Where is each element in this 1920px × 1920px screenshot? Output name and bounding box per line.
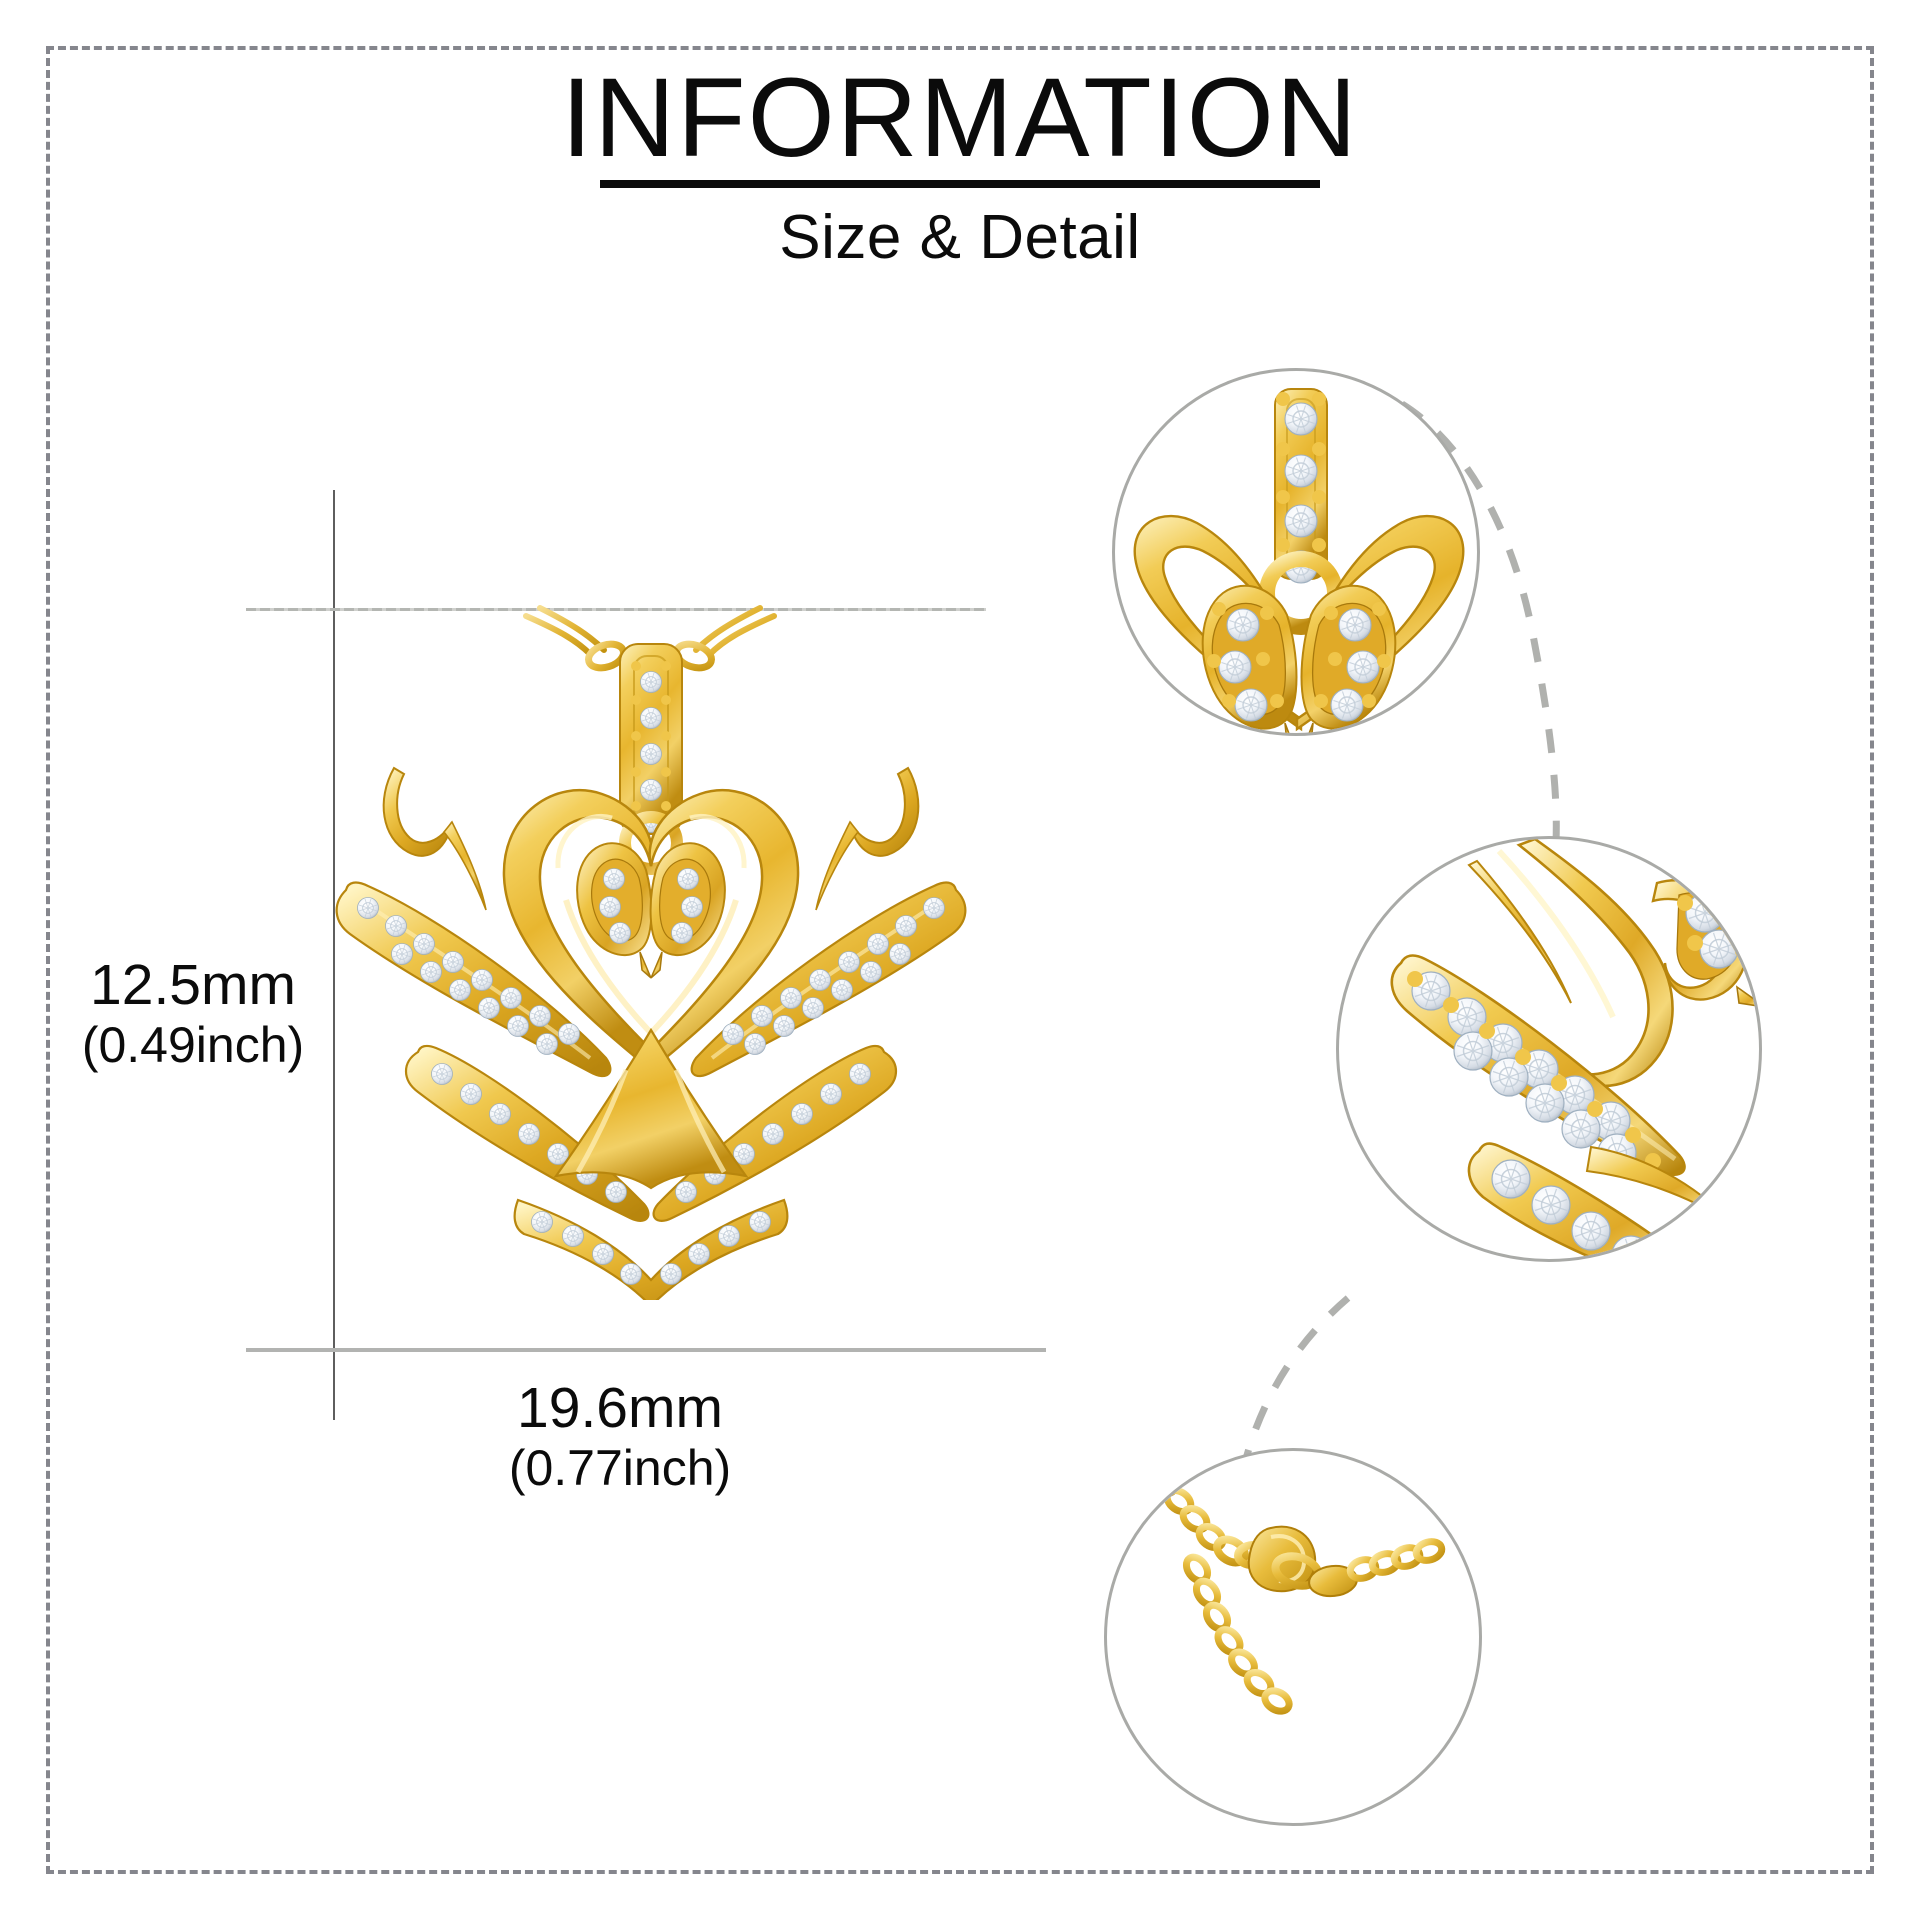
height-mm: 12.5mm bbox=[90, 953, 296, 1017]
bottom-guide-line bbox=[246, 1348, 1046, 1352]
detail-circle-clasp: Chain lobster clasp close-up bbox=[1104, 1448, 1482, 1826]
swan-head-right bbox=[649, 842, 726, 979]
width-mm: 19.6mm bbox=[517, 1376, 723, 1440]
bottom-v-band bbox=[513, 1198, 789, 1300]
pendant-main-image bbox=[290, 600, 1010, 1300]
vertical-dimension-line bbox=[333, 490, 335, 1420]
wing-upper-left bbox=[335, 881, 612, 1078]
wing-lower-left bbox=[404, 1044, 650, 1222]
pendant-tail bbox=[553, 1027, 749, 1190]
chain-extender bbox=[1182, 1553, 1293, 1715]
outer-feather-tips bbox=[382, 766, 920, 911]
connector-mid-to-bottom bbox=[1240, 1295, 1351, 1467]
chain-strands bbox=[523, 605, 777, 672]
detail-circle-bail: Bail and swan heads close-up bbox=[1112, 368, 1480, 736]
page-subtitle: Size & Detail bbox=[779, 203, 1141, 272]
swan-heart-body bbox=[502, 789, 800, 1073]
pendant-bail bbox=[619, 643, 683, 875]
page-title: INFORMATION bbox=[561, 55, 1359, 180]
bail-prongs bbox=[631, 661, 671, 811]
title-underline bbox=[600, 180, 1320, 188]
height-dimension-label: 12.5mm (0.49inch) bbox=[60, 953, 326, 1073]
wing-lower-right bbox=[652, 1044, 898, 1222]
wing-upper-right bbox=[690, 881, 967, 1078]
top-guide-line bbox=[246, 608, 986, 611]
height-inch: (0.49inch) bbox=[81, 1016, 305, 1073]
width-dimension-label: 19.6mm (0.77inch) bbox=[300, 1376, 940, 1496]
swan-head-left bbox=[576, 842, 653, 979]
width-inch: (0.77inch) bbox=[508, 1439, 732, 1496]
chain-right bbox=[1346, 1538, 1446, 1582]
lobster-clasp bbox=[1247, 1525, 1358, 1598]
header: INFORMATION Size & Detail bbox=[0, 62, 1920, 273]
detail-circle-wing: Swan wing pavé stones close-up bbox=[1336, 836, 1762, 1262]
chain-upper bbox=[1131, 1451, 1227, 1552]
